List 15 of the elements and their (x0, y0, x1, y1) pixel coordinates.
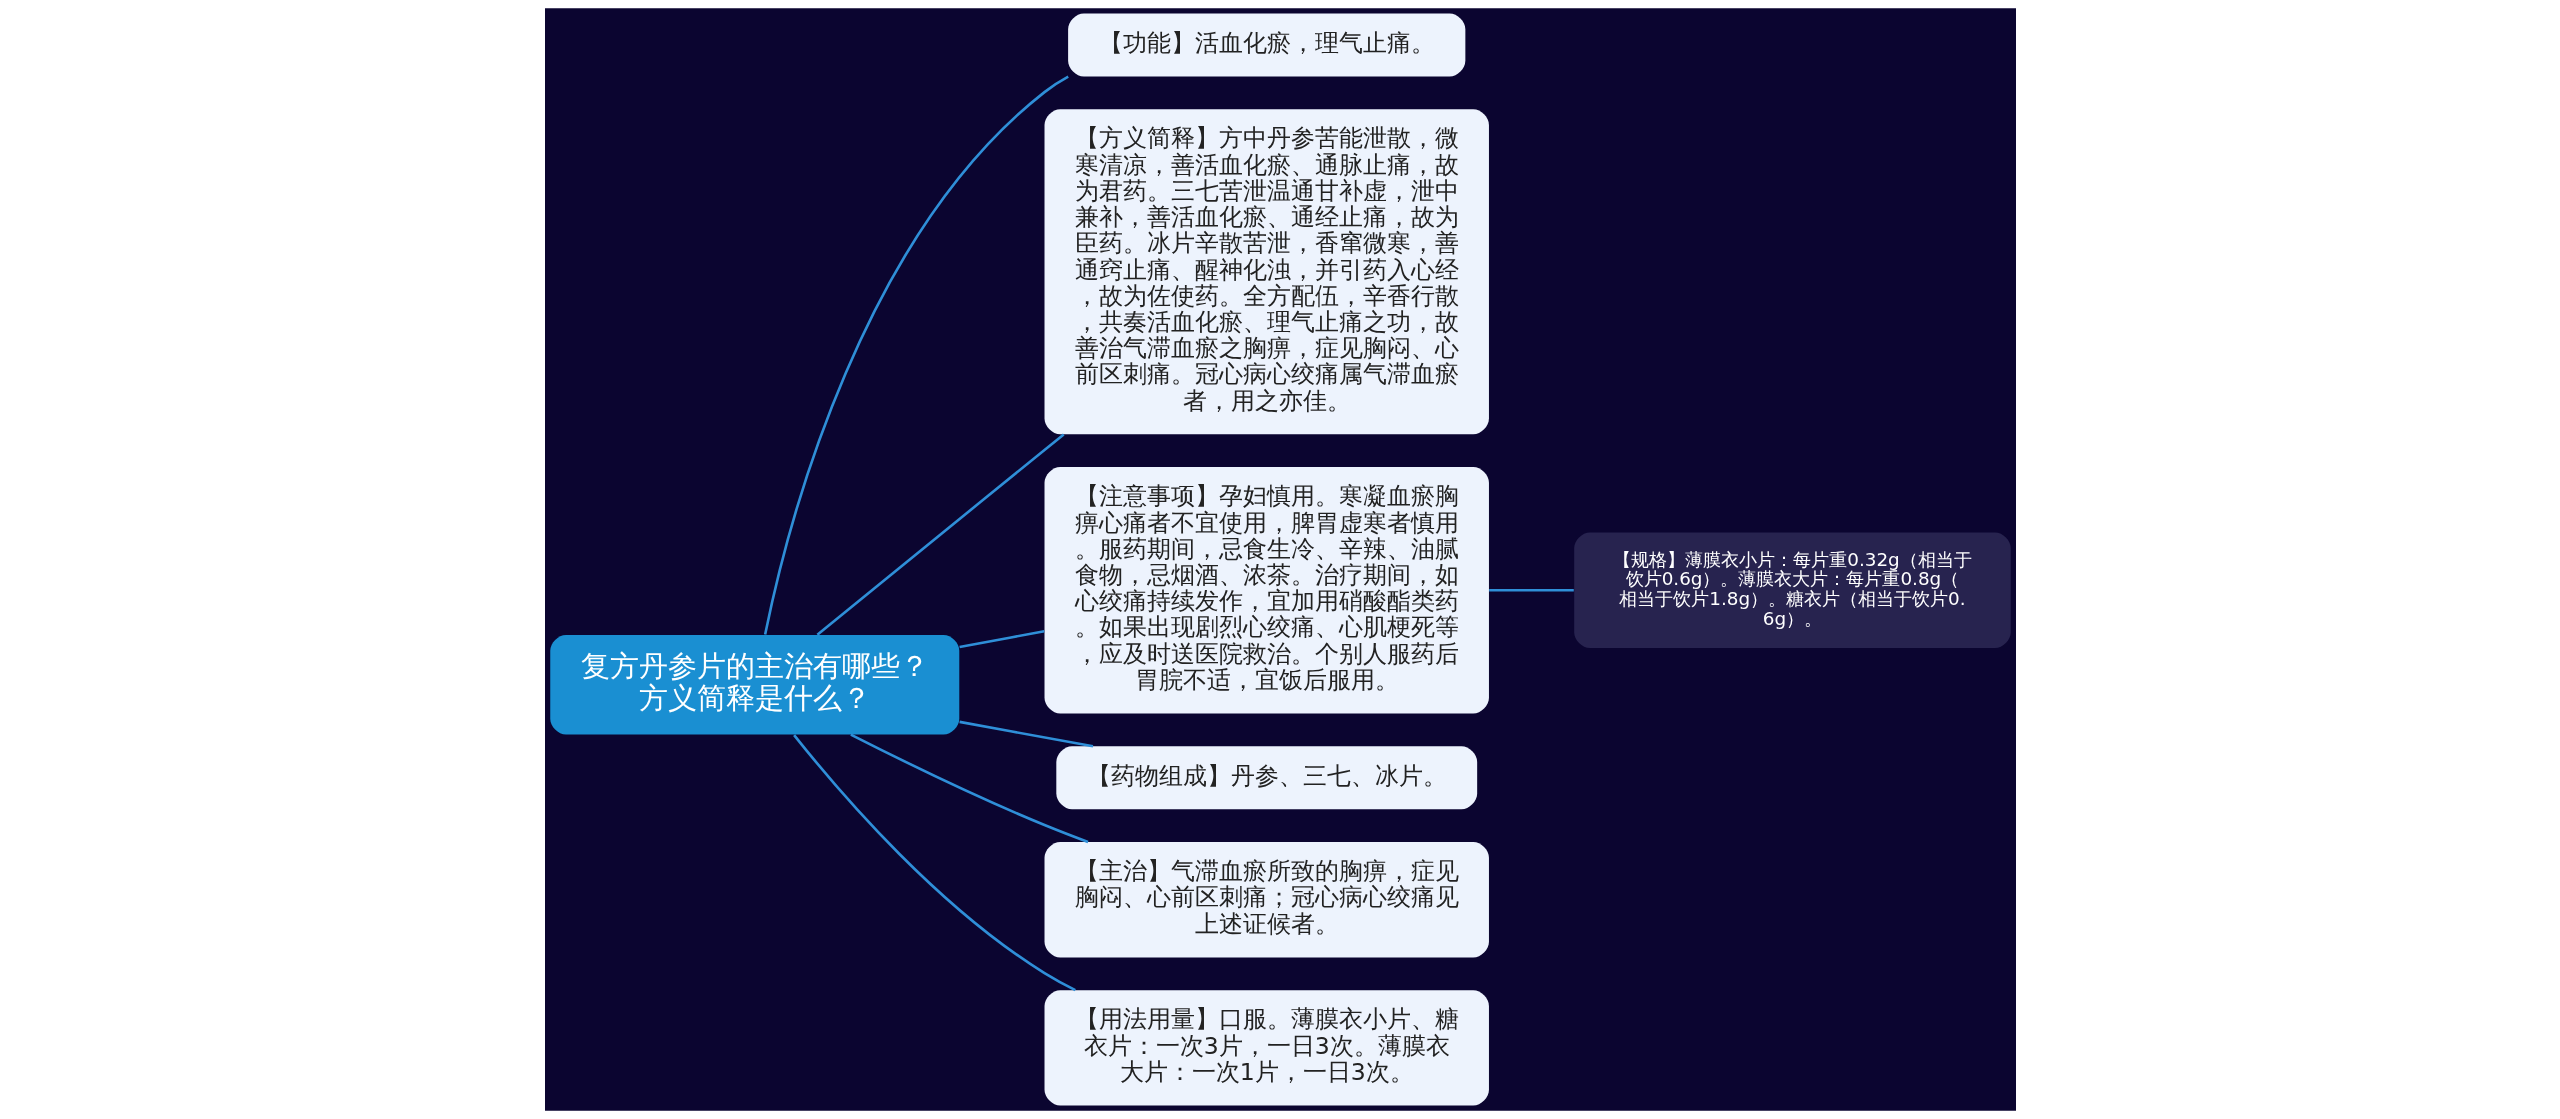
node-box: 【规格】薄膜衣小片：每片重0.32g（相当于饮片0.6g）。薄膜衣大片：每片重0.8g（相当于饮片1.8g）。糖衣片（相当于饮片0.6g）。 (1573, 532, 2011, 648)
connector (1488, 589, 1574, 592)
connector (958, 720, 1093, 748)
node-box: 【方义简释】方中丹参苦能泄散，微寒清凉，善活血化瘀、通脉止痛，故为君药。三七苦泄温通甘补虚，泄中兼补，善活血化瘀、通经止痛，故为臣药。冰片辛散苦泄，香窜微寒，善通窍止痛、醒神化浊，并引药入心经，故为佐使药。全方配伍，辛香行散，共奏活血化瘀、理气止痛之功，故善治气滞血瘀之胸痹，症见胸闷、心前区刺痛。冠心病心绞痛属气滞血瘀者，用之亦佳。 (1044, 109, 1489, 435)
node-box: 复方丹参片的主治有哪些？方义简释是什么？ (549, 634, 959, 735)
connector (958, 630, 1044, 649)
node-box: 【功能】活血化瘀，理气止痛。 (1067, 13, 1465, 77)
connector (763, 75, 1069, 635)
node-box: 【用法用量】口服。薄膜衣小片、糖衣片：一次3片，一日3次。薄膜衣大片：一次1片，一日3次。 (1044, 990, 1489, 1106)
connector (849, 733, 1088, 844)
node-box: 【注意事项】孕妇慎用。寒凝血瘀胸痹心痛者不宜使用，脾胃虚寒者慎用。服药期间，忌食生冷、辛辣、油腻食物，忌烟酒、浓茶。治疗期间，如心绞痛持续发作，宜加用硝酸酯类药。如果出现剧烈心绞痛、心肌梗死等，应及时送医院救治。个别人服药后胃脘不适，宜饭后服用。 (1044, 467, 1489, 714)
node-box: 【药物组成】丹参、三七、冰片。 (1055, 746, 1477, 810)
node-box: 【主治】气滞血瘀所致的胸痹，症见胸闷、心前区刺痛；冠心病心绞痛见上述证候者。 (1044, 842, 1489, 958)
connector (792, 734, 1076, 992)
connector (816, 433, 1065, 636)
